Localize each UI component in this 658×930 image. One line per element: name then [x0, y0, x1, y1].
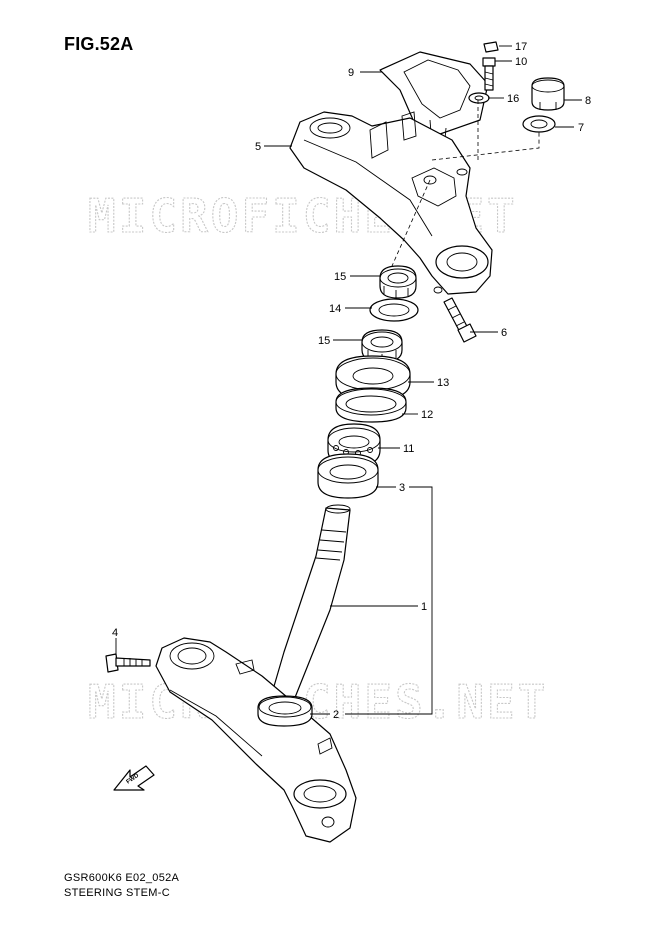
callout-9: 9 [348, 67, 354, 79]
figure-code: GSR600K6 E02_052A [64, 872, 180, 884]
callout-10: 10 [515, 56, 527, 68]
callout-14: 14 [329, 303, 341, 315]
figure-name: STEERING STEM-C [64, 887, 170, 899]
part-bolt-4 [105, 653, 151, 673]
part-steering-nut-15-upper [379, 265, 417, 299]
part-upper-bracket [289, 111, 493, 295]
callout-13: 13 [437, 377, 449, 389]
part-race-12 [335, 387, 407, 423]
part-steering-stem [269, 504, 351, 701]
callout-16: 16 [507, 93, 519, 105]
part-lock-washer-14 [369, 298, 419, 322]
leader-lines [115, 45, 582, 715]
callout-5: 5 [255, 141, 261, 153]
callout-3: 3 [399, 482, 405, 494]
callout-2: 2 [333, 709, 339, 721]
callout-7: 7 [578, 122, 584, 134]
callout-6: 6 [501, 327, 507, 339]
part-bearing-3-upper [317, 453, 379, 499]
part-washer-16 [468, 92, 490, 104]
figure-title: FIG.52A [64, 34, 134, 54]
part-lower-bracket [155, 637, 357, 843]
callout-12: 12 [421, 409, 433, 421]
callout-15-upper: 15 [334, 271, 346, 283]
watermark-bottom: MICROFICHES.NET [88, 675, 548, 729]
part-cap-17 [483, 41, 499, 53]
callout-4: 4 [112, 627, 118, 639]
callout-11: 11 [403, 443, 414, 455]
guide-washer-to-bracket [431, 132, 540, 161]
callout-8: 8 [585, 95, 591, 107]
callout-1: 1 [421, 601, 427, 613]
part-pinch-bolt-6 [443, 297, 477, 343]
fwd-arrow-icon: FWD [113, 765, 155, 791]
part-cap-nut-8 [531, 77, 565, 111]
part-washer-7 [522, 115, 556, 133]
part-bolt-10 [482, 57, 496, 91]
callout-17: 17 [515, 41, 527, 53]
part-bearing-2-lower [257, 695, 313, 727]
guide-stem-axis [391, 179, 431, 267]
callouts: 17 10 9 16 8 7 5 15 6 14 15 13 12 11 3 1… [112, 41, 591, 721]
callout-15-lower: 15 [318, 335, 330, 347]
